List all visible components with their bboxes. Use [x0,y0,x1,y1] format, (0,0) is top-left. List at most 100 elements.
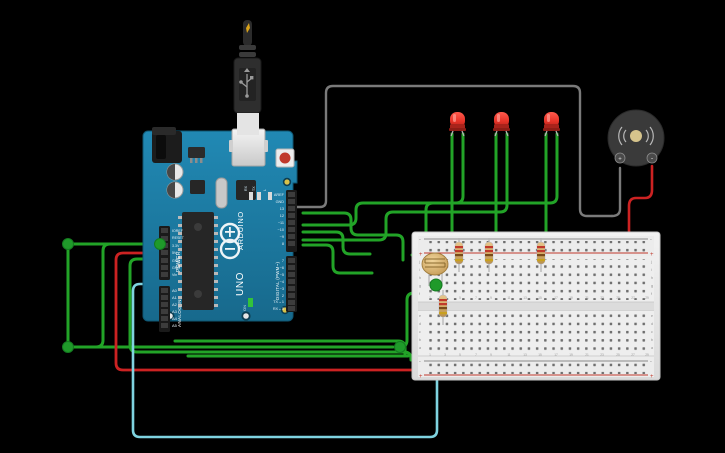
svg-text:9: 9 [490,296,492,300]
resistor-led-1[interactable] [454,238,464,272]
photoresistor-ldr[interactable] [421,252,449,286]
svg-text:7: 7 [475,296,477,300]
wire-d6[interactable] [301,230,372,256]
reset-button-cap[interactable] [279,152,291,164]
wire-d7[interactable] [301,211,405,262]
svg-text:f: f [651,292,652,296]
silk-power: POWER [176,251,182,272]
svg-text:7: 7 [282,259,284,263]
wire-led2-anode[interactable] [301,132,509,242]
resistor-ldr-divider[interactable] [438,290,448,325]
label-tx: TX [252,186,256,191]
piezo-plus-label: + [618,157,622,163]
wire-gnd-to-piezo[interactable] [295,84,622,218]
led-2[interactable] [493,112,510,137]
svg-text:~9: ~9 [280,235,284,239]
row-letters-upper-right: j i h g f [650,260,653,296]
usb-tab-r [264,140,268,152]
reg-leg-3 [200,158,203,163]
silk-analog-in: ANALOG IN [177,299,182,327]
ldr-serpentine-icon [424,258,446,268]
piezo-plus-terminal[interactable] [614,152,626,164]
wire-junction-ldr-node [429,278,443,292]
status-led-tx [257,192,261,200]
svg-text:11: 11 [507,296,511,300]
status-led-on [248,298,253,307]
capacitor-1-mark [167,164,175,180]
rail-bottom-plus-label-r: + [650,374,654,380]
svg-text:23: 23 [600,353,604,357]
analog-header-sockets[interactable] [161,288,168,328]
analog-pin-labels: A0 A1 A2 A3 A4 A5 [172,288,178,328]
wire-a0-cyan[interactable] [131,282,439,439]
voltage-regulator [188,147,205,158]
power-pin-labels: IOREF RESET 3.3V 5V GND GND Vin [172,229,185,277]
svg-text:b: b [651,338,653,342]
rail-bottom-minus-label: - [419,359,421,365]
rail-bottom-minus-label-r: - [650,359,652,365]
wire-led1-anode[interactable] [301,132,465,227]
svg-text:~10: ~10 [278,228,284,232]
digital-bottom-sockets[interactable] [288,258,295,311]
center-channel [418,302,654,311]
solderless-breadboard[interactable]: - + - + j i h g f j i h g f e [411,231,661,381]
barrel-jack-hole [156,135,166,159]
svg-text:17: 17 [554,353,558,357]
strip-lower-holes[interactable] [426,313,650,354]
svg-text:TX→1: TX→1 [273,300,284,304]
svg-text:A2: A2 [172,302,178,307]
wire-piezo-to-plus-rail[interactable] [627,164,654,242]
usb-ring-1 [239,45,256,50]
led-1[interactable] [449,112,466,137]
barrel-jack-top [152,127,176,135]
rail-bottom-holes-2[interactable] [426,369,646,374]
led-3[interactable] [543,112,560,137]
svg-text:8: 8 [282,242,284,246]
rail-top-plus-label: + [419,252,423,258]
usb-cable[interactable] [233,20,262,135]
atmega328p-ic [182,212,214,310]
svg-text:1: 1 [429,353,431,357]
svg-text:IOREF: IOREF [172,229,184,233]
svg-text:5: 5 [459,296,461,300]
strip-upper-holes[interactable] [426,259,650,300]
svg-text:25: 25 [616,296,620,300]
svg-text:i: i [419,268,420,272]
svg-text:~6: ~6 [280,266,284,270]
arduino-uno-board[interactable]: RX TX L ON ARDUINO UNO IOREF RESET 3.3V … [142,127,298,332]
rail-top-minus-label: - [419,237,421,243]
svg-text:h: h [651,276,653,280]
wire-gnd-red[interactable] [114,251,415,372]
svg-text:9: 9 [490,353,492,357]
digital-top-sockets[interactable] [288,192,295,246]
svg-text:A4: A4 [172,316,178,321]
ic-pins [178,216,218,307]
svg-text:c: c [651,330,653,334]
status-led-l [268,192,272,200]
rail-top-plus-label-r: + [650,252,654,258]
svg-text:11: 11 [507,353,511,357]
svg-text:g: g [651,284,653,288]
usb-cable-strain [243,20,252,46]
piezo-buzzer[interactable]: + - [607,109,665,167]
rail-top-holes-1[interactable] [426,241,646,246]
svg-text:23: 23 [600,296,604,300]
wire-d5[interactable] [301,243,374,275]
rail-bottom-holes-1[interactable] [426,363,646,368]
resistor-led-2[interactable] [484,238,494,272]
wire-junction-dots[interactable] [62,238,443,353]
svg-text:~3: ~3 [280,287,284,291]
piezo-minus-terminal[interactable] [646,152,658,164]
svg-text:29: 29 [645,296,649,300]
usb-tab-l [229,140,233,152]
svg-text:A3: A3 [172,309,178,314]
piezo-minus-label: - [651,156,654,163]
label-on: ON [242,305,247,311]
svg-text:Vin: Vin [172,273,177,277]
rail-top-holes-2[interactable] [426,247,646,252]
resistor-led-3[interactable] [536,238,546,272]
usb-led-glyph [246,23,250,33]
